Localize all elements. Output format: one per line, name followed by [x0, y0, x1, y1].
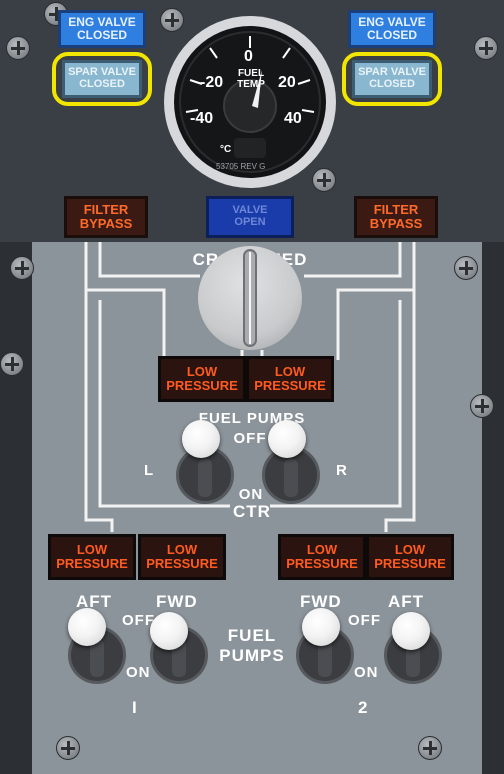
left-aft-pump-switch[interactable] — [68, 608, 106, 646]
ctr-left-pump-lever — [198, 459, 212, 497]
left-fwd-pump-switch[interactable] — [150, 612, 188, 650]
gauge-tick-minus40: -40 — [190, 110, 214, 127]
right-fwd-pump-lever — [318, 639, 332, 677]
left-aft-label: AFT — [76, 592, 113, 611]
screw-icon — [56, 736, 80, 760]
right-fwd-pump-switch[interactable] — [302, 608, 340, 646]
gauge-tick-0: 0 — [244, 48, 253, 65]
right-aft-pump-switch[interactable] — [392, 612, 430, 650]
right-fwd-low-pressure-light[interactable]: LOW PRESSURE — [278, 534, 366, 580]
screw-icon — [160, 8, 184, 32]
left-aft-pump-lever — [90, 639, 104, 677]
gauge-model-text: 53705 REV G — [216, 162, 266, 171]
ctr-label: CTR — [233, 502, 271, 521]
screw-icon — [312, 168, 336, 192]
screw-icon — [0, 352, 24, 376]
left-off-label: OFF — [122, 612, 155, 629]
ctr-r-label: R — [336, 462, 348, 479]
ctr-left-pump-switch[interactable] — [182, 420, 220, 458]
left-on-label: ON — [126, 664, 151, 681]
gauge-face: FUEL TEMP -20 0 20 -40 40 °C 53705 REV G — [174, 26, 326, 178]
ctr-right-pump-switch[interactable] — [268, 420, 306, 458]
screw-icon — [10, 256, 34, 280]
screw-icon — [418, 736, 442, 760]
left-aft-low-pressure-light[interactable]: LOW PRESSURE — [48, 534, 136, 580]
left-filter-bypass-light[interactable]: FILTER BYPASS — [64, 196, 148, 238]
ctr-right-low-pressure-light[interactable]: LOW PRESSURE — [246, 356, 334, 402]
crossfeed-valve-open-light[interactable]: VALVE OPEN — [206, 196, 294, 238]
right-spar-valve-highlight — [342, 52, 442, 106]
screw-icon — [454, 256, 478, 280]
right-fwd-label: FWD — [300, 592, 342, 611]
ctr-right-pump-lever — [284, 459, 298, 497]
right-off-label: OFF — [348, 612, 381, 629]
crossfeed-selector-knob[interactable] — [198, 246, 302, 350]
right-filter-bypass-light[interactable]: FILTER BYPASS — [354, 196, 438, 238]
gauge-tick-20: 20 — [278, 74, 296, 91]
ctr-on-label: ON — [238, 486, 264, 503]
left-eng-valve-closed-light[interactable]: ENG VALVE CLOSED — [58, 10, 146, 48]
left-fwd-label: FWD — [156, 592, 198, 611]
right-frame — [482, 242, 504, 774]
fuel-temp-gauge: FUEL TEMP -20 0 20 -40 40 °C 53705 REV G — [164, 16, 336, 188]
gauge-tick-40: 40 — [284, 110, 302, 127]
right-aft-low-pressure-light[interactable]: LOW PRESSURE — [366, 534, 454, 580]
right-eng-valve-closed-light[interactable]: ENG VALVE CLOSED — [348, 10, 436, 48]
gauge-tick-minus20: -20 — [200, 74, 224, 91]
ctr-l-label: L — [144, 462, 155, 479]
left-spar-valve-closed-light[interactable]: SPAR VALVE CLOSED — [62, 60, 142, 98]
crossfeed-knob-svg — [243, 249, 257, 347]
engine-1-label: I — [132, 698, 138, 717]
left-spar-valve-highlight — [52, 52, 152, 106]
engine-2-label: 2 — [358, 698, 369, 717]
right-spar-valve-closed-light[interactable]: SPAR VALVE CLOSED — [352, 60, 432, 98]
right-on-label: ON — [354, 664, 379, 681]
gauge-title: FUEL TEMP — [237, 68, 265, 90]
fuel-pumps-label-lower: FUEL PUMPS — [219, 626, 285, 665]
screw-icon — [6, 36, 30, 60]
ctr-left-low-pressure-light[interactable]: LOW PRESSURE — [158, 356, 246, 402]
gauge-unit: °C — [220, 144, 232, 155]
right-aft-label: AFT — [388, 592, 425, 611]
left-fwd-low-pressure-light[interactable]: LOW PRESSURE — [138, 534, 226, 580]
screw-icon — [474, 36, 498, 60]
gauge-svg — [179, 31, 321, 173]
ctr-off-label: OFF — [233, 430, 267, 447]
screw-icon — [470, 394, 494, 418]
left-frame — [0, 242, 32, 774]
